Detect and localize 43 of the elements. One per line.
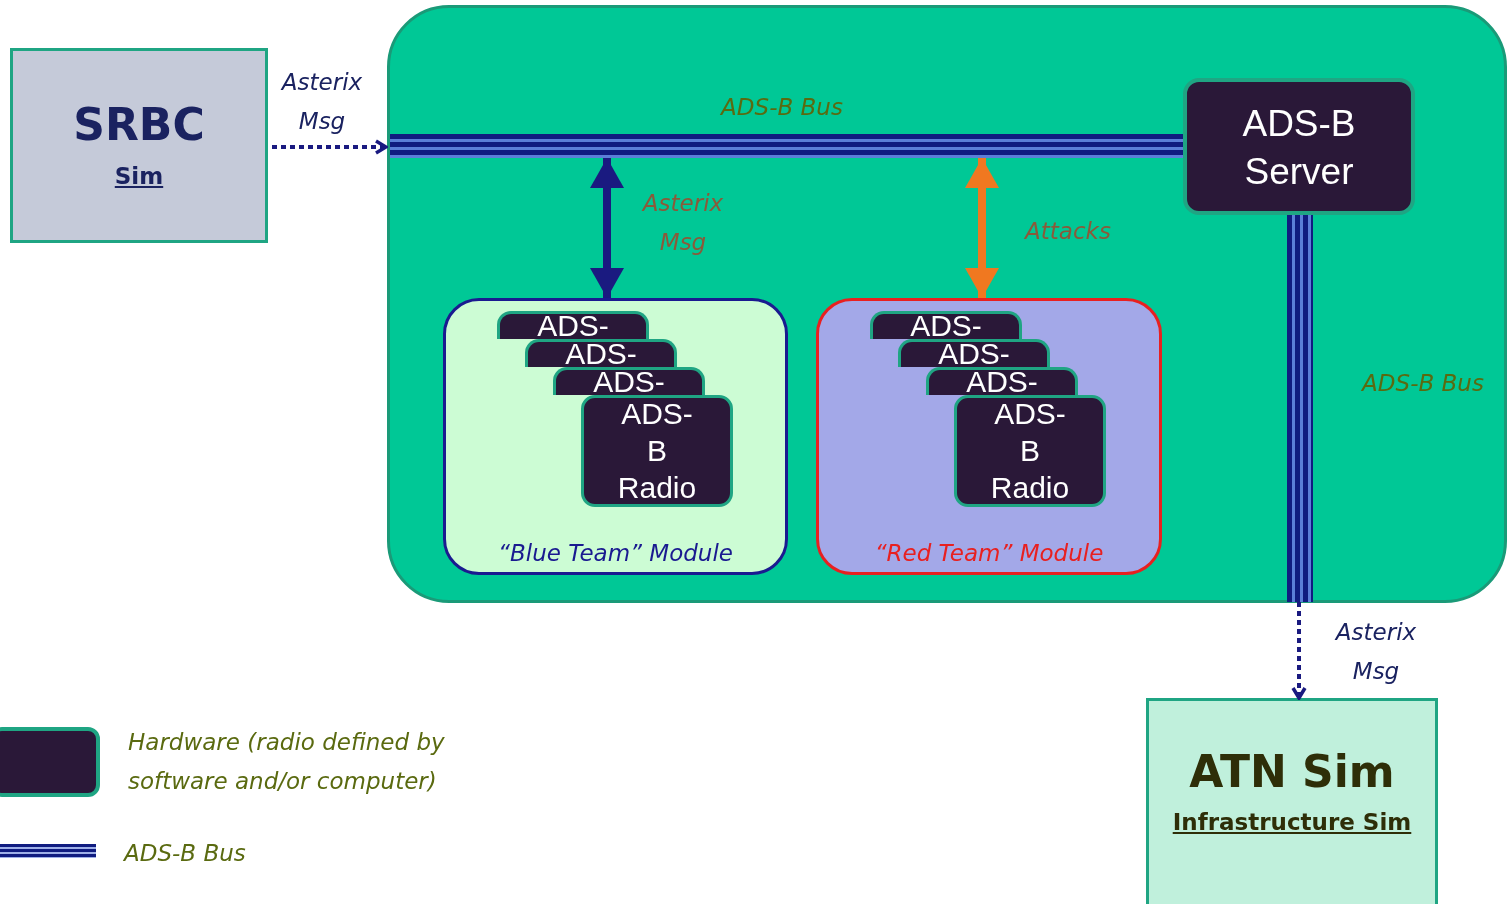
radio-label: ADS- — [965, 367, 1039, 397]
module-label: “Red Team” Module — [873, 540, 1105, 566]
radio-box — [553, 367, 705, 395]
box-subtitle: Infrastructure Sim — [1171, 809, 1413, 835]
radio-label: ADS- — [937, 339, 1011, 369]
box-subtitle: Sim — [113, 163, 165, 189]
system-container — [387, 5, 1507, 603]
radio-label: ADS-B Radio — [616, 396, 698, 506]
box-title: ADS-B Server — [1241, 102, 1357, 194]
radio-label: ADS-B Radio — [989, 396, 1071, 506]
simulator-box — [10, 48, 268, 243]
arrow — [272, 139, 388, 155]
module-box — [816, 298, 1162, 575]
radio-box — [926, 367, 1078, 395]
box-title: SRBC — [72, 99, 206, 150]
legend-label: ADS-B Bus — [124, 839, 247, 868]
edge-label: Attacks — [1023, 217, 1112, 246]
radio-box — [870, 311, 1022, 339]
edge-label: Asterix Msg — [1333, 618, 1418, 686]
arrow — [965, 158, 999, 298]
arrow — [590, 158, 624, 298]
radio-box — [898, 339, 1050, 367]
radio-box — [581, 395, 733, 507]
radio-box — [954, 395, 1106, 507]
edge-label: Asterix Msg — [279, 68, 364, 136]
bus-label: ADS-B Bus — [721, 93, 843, 122]
radio-box — [497, 311, 649, 339]
radio-label: ADS- — [536, 311, 610, 341]
module-label: “Blue Team” Module — [497, 540, 734, 566]
server-box — [1183, 78, 1415, 215]
bus-bar — [390, 134, 1183, 158]
edge-label: Asterix Msg — [640, 189, 725, 257]
bus-label: ADS-B Bus — [1362, 369, 1484, 398]
radio-box — [525, 339, 677, 367]
box-title: ATN Sim — [1188, 746, 1396, 797]
bus-bar — [1287, 215, 1313, 602]
radio-label: ADS- — [909, 311, 983, 341]
radio-label: ADS- — [564, 339, 638, 369]
arrow — [1291, 602, 1307, 700]
radio-label: ADS- — [592, 367, 666, 397]
module-box — [443, 298, 788, 575]
legend-label: Hardware (radio defined by software and/or computer) — [128, 728, 446, 796]
simulator-box — [1146, 698, 1438, 904]
